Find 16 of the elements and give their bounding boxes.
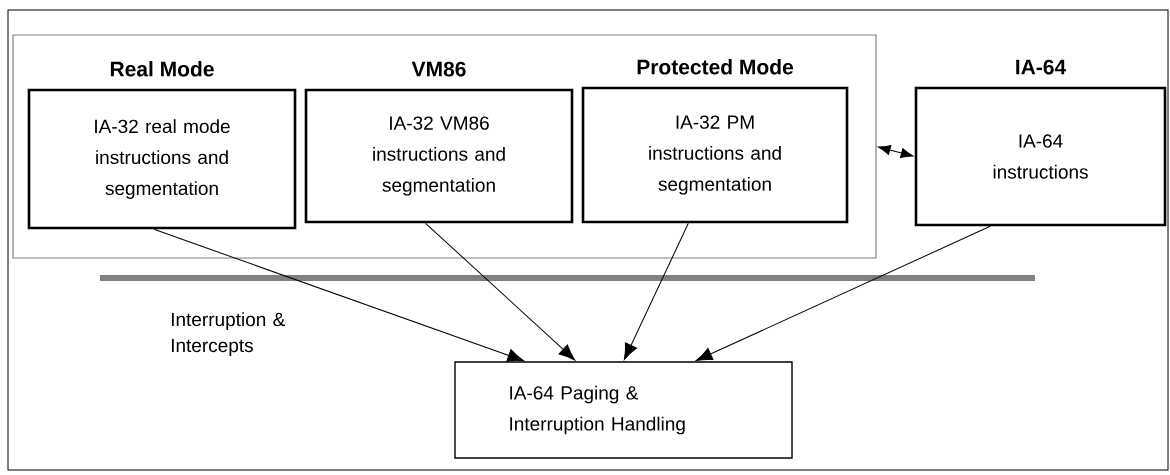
process-box: IA-64 Paging & Interruption Handling <box>454 361 793 459</box>
process-box: IA-32 VM86 instructions and segmentation <box>304 88 574 224</box>
box-heading: Protected Mode <box>637 59 794 75</box>
arrow <box>425 222 576 361</box>
box-heading: Real Mode <box>110 61 214 77</box>
box-heading: VM86 <box>411 61 466 77</box>
arrow <box>623 222 689 360</box>
process-box: IA-64 instructions <box>914 86 1167 227</box>
arrow <box>695 225 991 361</box>
double-arrow <box>878 145 914 159</box>
process-box: IA-32 PM instructions and segmentation <box>581 86 849 224</box>
note-text: Interruption & Intercepts <box>171 312 285 356</box>
process-box: IA-32 real mode instructions and segmentation <box>27 88 297 230</box>
arrow <box>153 228 524 362</box>
box-heading: IA-64 <box>1016 59 1067 75</box>
group-frame <box>12 34 877 259</box>
